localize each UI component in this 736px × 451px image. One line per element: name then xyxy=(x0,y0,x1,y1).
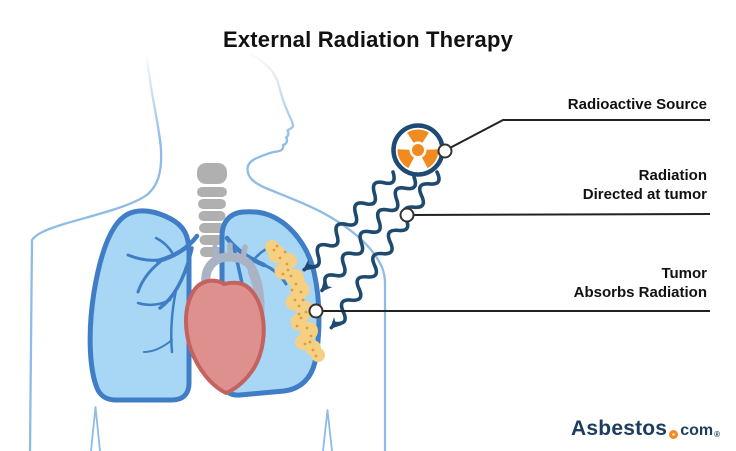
callout-point-markers xyxy=(308,143,453,319)
body-outline xyxy=(28,52,387,451)
tumor-illustration xyxy=(265,240,325,362)
asbestos-com-logo: Asbestos com ® xyxy=(571,417,720,441)
label-text: Radioactive Source xyxy=(567,96,707,113)
callout-point-marker xyxy=(399,207,415,223)
diagram-title: External Radiation Therapy xyxy=(222,27,514,52)
logo-tld-text: com xyxy=(680,422,714,439)
registered-mark: ® xyxy=(714,430,720,439)
label-text-line2: Absorbs Radiation xyxy=(573,284,707,301)
tumor-speckles xyxy=(272,244,318,358)
label-text-line2: Directed at tumor xyxy=(582,186,707,203)
label-text-line1: Radiation xyxy=(638,167,707,184)
orange-dot-icon xyxy=(669,430,679,439)
label-radiation-directed: Radiation Directed at tumor xyxy=(583,166,707,204)
callout-line-source xyxy=(445,119,710,151)
callout-point-marker xyxy=(308,303,324,319)
callout-point-marker xyxy=(437,143,453,159)
heart-illustration xyxy=(184,278,266,395)
label-tumor-absorbs: Tumor Absorbs Radiation xyxy=(574,264,707,302)
label-radioactive-source: Radioactive Source xyxy=(568,95,707,114)
label-text-line1: Tumor xyxy=(661,265,707,282)
logo-brand-text: Asbestos xyxy=(571,417,668,440)
callout-lines xyxy=(318,119,711,312)
callout-line-radiation xyxy=(408,213,711,216)
radiation-trefoil-icon xyxy=(391,123,445,177)
radiation-wave-arrows xyxy=(302,170,441,330)
